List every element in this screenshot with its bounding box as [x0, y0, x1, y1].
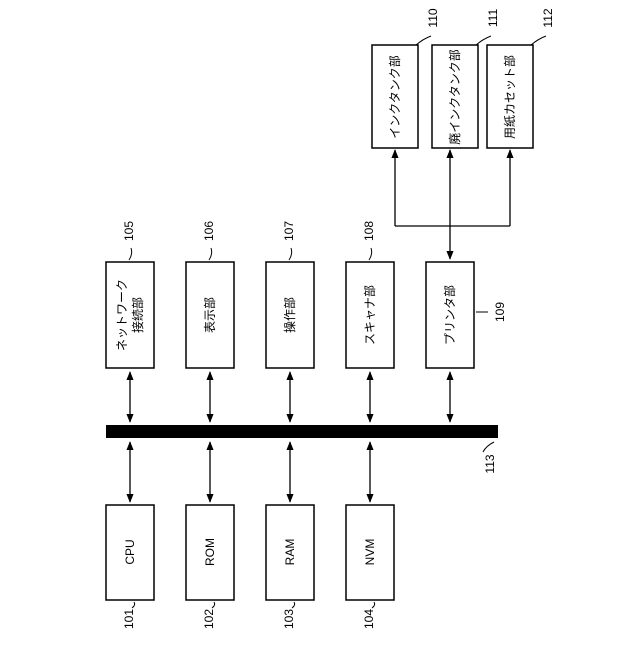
ref-107: 107	[282, 221, 296, 241]
block-105	[106, 262, 154, 368]
leader-108	[369, 248, 372, 260]
leader-104	[372, 602, 375, 608]
block-107-label-0: 操作部	[282, 297, 297, 333]
ref-106: 106	[202, 221, 216, 241]
ref-105: 105	[122, 221, 136, 241]
block-110-label: インクタンク部	[387, 55, 402, 139]
block-112-label: 用紙カセット部	[502, 55, 517, 139]
ref-110: 110	[426, 8, 440, 27]
ref-109: 109	[493, 302, 507, 322]
bus-ref-113: 113	[483, 454, 497, 473]
block-108-label-0: スキャナ部	[362, 285, 377, 345]
leader-102	[212, 602, 215, 608]
leader-113	[483, 442, 494, 452]
ref-111: 111	[486, 9, 500, 28]
block-106-label-0: 表示部	[202, 297, 217, 333]
block-cpu-label: CPU	[123, 539, 137, 564]
block-109-label-0: プリンタ部	[442, 285, 457, 345]
block-nvm-label: NVM	[363, 539, 377, 566]
leader-106	[209, 248, 212, 260]
leader-111	[476, 36, 491, 45]
block-105-label-0: ネットワーク	[115, 279, 129, 351]
ref-103: 103	[282, 609, 296, 629]
ref-104: 104	[362, 609, 376, 629]
block-111-label: 廃インクタンク部	[447, 49, 462, 145]
block-rom-label: ROM	[203, 538, 217, 566]
leader-103	[292, 602, 295, 608]
bus-113	[106, 425, 498, 438]
leader-110	[416, 36, 431, 45]
leader-112	[531, 36, 546, 45]
ref-102: 102	[202, 609, 216, 629]
leader-101	[132, 602, 135, 608]
block-105-label-1: 接続部	[130, 297, 145, 333]
ref-101: 101	[122, 609, 136, 629]
ref-108: 108	[362, 221, 376, 241]
block-ram-label: RAM	[283, 539, 297, 566]
leader-107	[289, 248, 292, 260]
ref-112: 112	[541, 8, 555, 27]
leader-105	[129, 248, 132, 260]
